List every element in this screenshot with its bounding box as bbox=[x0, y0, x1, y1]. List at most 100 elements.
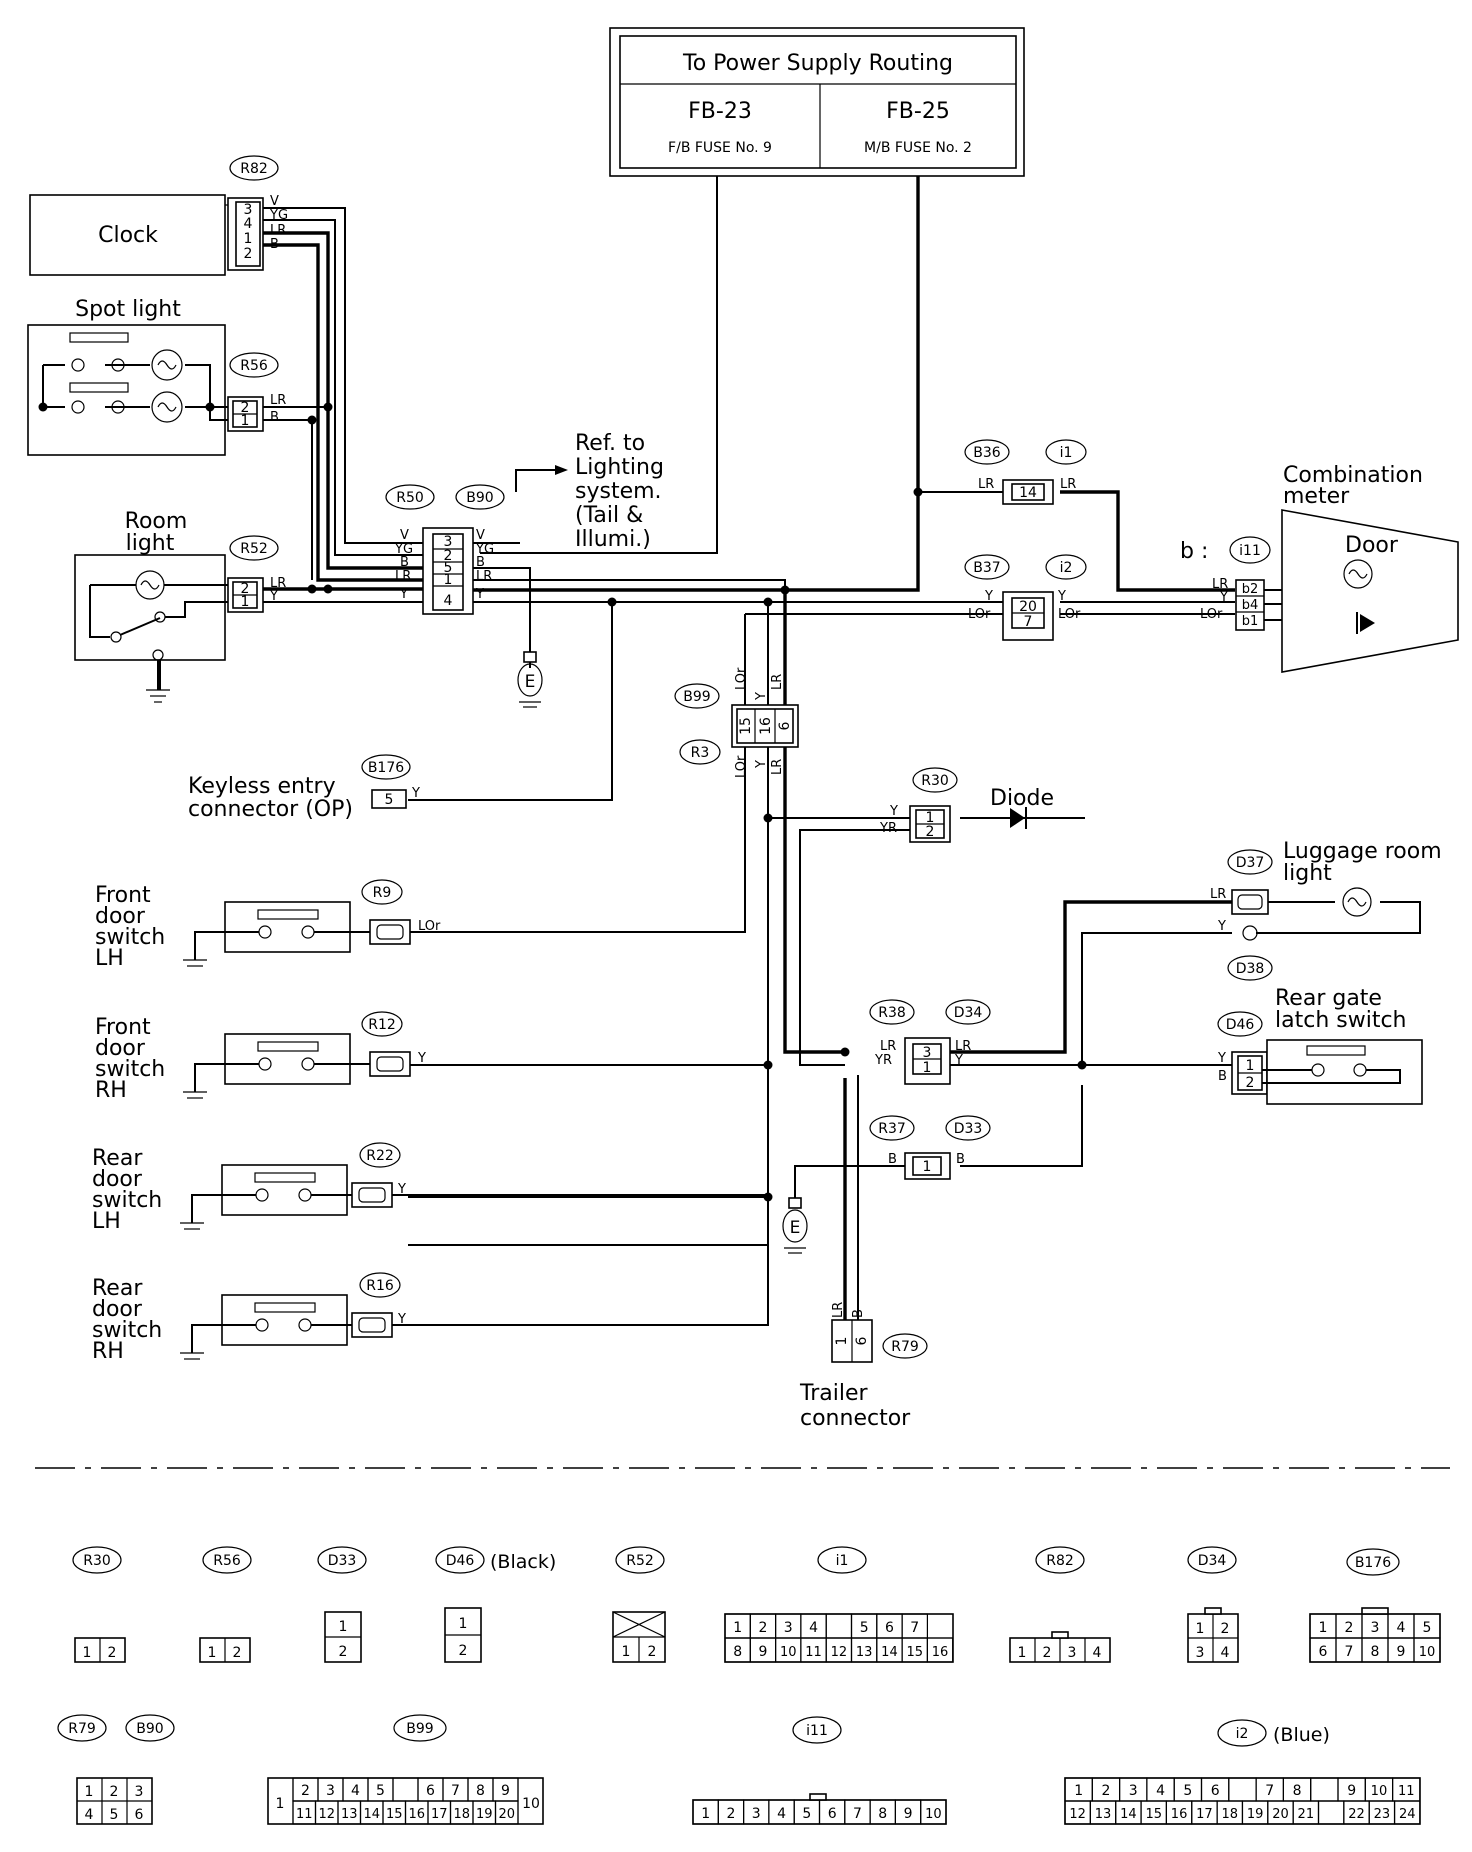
connector-r52-id: R52 bbox=[240, 541, 268, 557]
legend-pin-number: 14 bbox=[881, 1645, 898, 1660]
combination-meter: Combination meter b : i11 Door b2 b4 b1 … bbox=[1180, 463, 1459, 673]
svg-text:LR: LR bbox=[770, 759, 785, 775]
legend-pin-number: 3 bbox=[752, 1806, 761, 1822]
svg-text:YG: YG bbox=[475, 542, 494, 557]
connector-r56: R56 2 1 LR B bbox=[227, 352, 286, 432]
svg-text:20: 20 bbox=[1019, 599, 1037, 615]
svg-text:R3: R3 bbox=[691, 745, 710, 761]
legend-pin-number: 7 bbox=[1265, 1783, 1274, 1799]
svg-text:YG: YG bbox=[269, 208, 288, 223]
legend-pin-number: 16 bbox=[408, 1807, 425, 1822]
svg-text:1: 1 bbox=[622, 1644, 631, 1660]
svg-text:connector (OP): connector (OP) bbox=[188, 797, 353, 822]
legend-pin-number: 22 bbox=[1348, 1807, 1365, 1822]
svg-text:LR: LR bbox=[770, 674, 785, 690]
legend-pin-number: 12 bbox=[1069, 1807, 1086, 1822]
legend-d33: D33 1 2 bbox=[317, 1546, 367, 1663]
svg-text:D46: D46 bbox=[446, 1553, 475, 1569]
svg-text:B: B bbox=[400, 555, 409, 570]
legend-pin-number: 13 bbox=[341, 1807, 358, 1822]
fuse-left-sub: F/B FUSE No. 9 bbox=[668, 140, 772, 156]
svg-text:2: 2 bbox=[1221, 1621, 1230, 1637]
legend-pin-number: 11 bbox=[296, 1807, 313, 1822]
svg-text:LOr: LOr bbox=[734, 755, 749, 778]
svg-text:1: 1 bbox=[444, 572, 453, 588]
svg-text:Y: Y bbox=[397, 1312, 406, 1327]
rear-door-switch-rh: Rear door switch RH R16 Y bbox=[92, 1272, 406, 1364]
svg-text:1: 1 bbox=[1018, 1645, 1027, 1661]
svg-text:B176: B176 bbox=[368, 760, 404, 776]
wires bbox=[159, 176, 1443, 1320]
legend-r82: R82 1 2 3 4 bbox=[1009, 1546, 1111, 1663]
svg-text:2: 2 bbox=[241, 400, 250, 416]
svg-text:4: 4 bbox=[1221, 1645, 1230, 1661]
legend-pin-number: 20 bbox=[1272, 1807, 1289, 1822]
legend-pin-cell bbox=[926, 1637, 954, 1663]
svg-text:b2: b2 bbox=[1242, 582, 1259, 597]
svg-text:Front: Front bbox=[95, 1015, 151, 1040]
svg-text:b :: b : bbox=[1180, 539, 1208, 564]
legend-pin-number: 4 bbox=[777, 1806, 786, 1822]
svg-text:b1: b1 bbox=[1242, 614, 1259, 629]
svg-text:Y: Y bbox=[399, 587, 408, 602]
svg-text:R56: R56 bbox=[213, 1553, 241, 1569]
legend-pin-number: 2 bbox=[301, 1783, 310, 1799]
legend-pin-number: 16 bbox=[932, 1645, 949, 1660]
legend-pin-number: 9 bbox=[904, 1806, 913, 1822]
svg-text:LR: LR bbox=[270, 393, 286, 408]
svg-text:LOr: LOr bbox=[1058, 607, 1081, 622]
legend-pin-number: 10 bbox=[780, 1645, 797, 1660]
connector-r56-id: R56 bbox=[240, 358, 268, 374]
svg-text:6: 6 bbox=[854, 1336, 870, 1345]
svg-text:LH: LH bbox=[95, 946, 124, 971]
svg-text:1: 1 bbox=[208, 1645, 217, 1661]
legend-pin-number: 8 bbox=[878, 1806, 887, 1822]
legend-pin-number: 14 bbox=[1120, 1807, 1137, 1822]
svg-text:YR: YR bbox=[874, 1053, 892, 1068]
svg-text:1: 1 bbox=[241, 594, 250, 610]
svg-text:LR: LR bbox=[395, 569, 411, 584]
svg-text:LR: LR bbox=[880, 1039, 896, 1054]
svg-text:Y: Y bbox=[475, 587, 484, 602]
svg-text:Door: Door bbox=[1345, 533, 1399, 558]
legend-pin-number: 1 bbox=[1319, 1620, 1328, 1636]
legend-pin-number: 5 bbox=[860, 1620, 869, 1636]
svg-text:LOr: LOr bbox=[968, 607, 991, 622]
svg-text:B: B bbox=[851, 1309, 866, 1318]
legend-pin-number: 9 bbox=[758, 1644, 767, 1660]
svg-text:R79: R79 bbox=[891, 1339, 919, 1355]
svg-text:switch: switch bbox=[95, 1057, 165, 1082]
svg-text:B90: B90 bbox=[466, 490, 493, 506]
legend-pin-number: 17 bbox=[431, 1807, 448, 1822]
connector-r82-id: R82 bbox=[240, 161, 268, 177]
svg-text:YG: YG bbox=[394, 542, 413, 557]
svg-text:3: 3 bbox=[135, 1784, 144, 1800]
fuse-right-code: FB-25 bbox=[886, 99, 950, 124]
svg-text:system.: system. bbox=[575, 479, 662, 504]
connector-r30-diode: R30 1 2 Y YR Diode bbox=[879, 767, 1054, 843]
svg-text:16: 16 bbox=[758, 717, 774, 735]
earth-symbol-1: E bbox=[517, 651, 543, 708]
legend-pin-number: 14 bbox=[363, 1807, 380, 1822]
connector-b36-i1: B36 i1 14 LR LR bbox=[964, 439, 1087, 505]
svg-text:D37: D37 bbox=[1236, 855, 1265, 871]
svg-text:2: 2 bbox=[244, 246, 253, 262]
connector-r82: R82 3 4 1 2 V YG LR B bbox=[227, 155, 288, 271]
legend-pin-number: 15 bbox=[1145, 1807, 1162, 1822]
legend-pin-cell bbox=[920, 1799, 947, 1825]
legend-r30: R30 1 2 bbox=[72, 1546, 126, 1663]
svg-text:RH: RH bbox=[92, 1339, 124, 1364]
legend-pin-number: 6 bbox=[426, 1783, 435, 1799]
svg-text:LR: LR bbox=[270, 576, 286, 591]
svg-text:Y: Y bbox=[1217, 1051, 1226, 1066]
legend-pin-number: 2 bbox=[1345, 1620, 1354, 1636]
legend-pin-number: 8 bbox=[476, 1783, 485, 1799]
svg-text:i11: i11 bbox=[806, 1723, 828, 1739]
svg-text:B37: B37 bbox=[973, 560, 1000, 576]
legend-pin-number: 3 bbox=[1129, 1783, 1138, 1799]
svg-text:D46: D46 bbox=[1226, 1017, 1255, 1033]
